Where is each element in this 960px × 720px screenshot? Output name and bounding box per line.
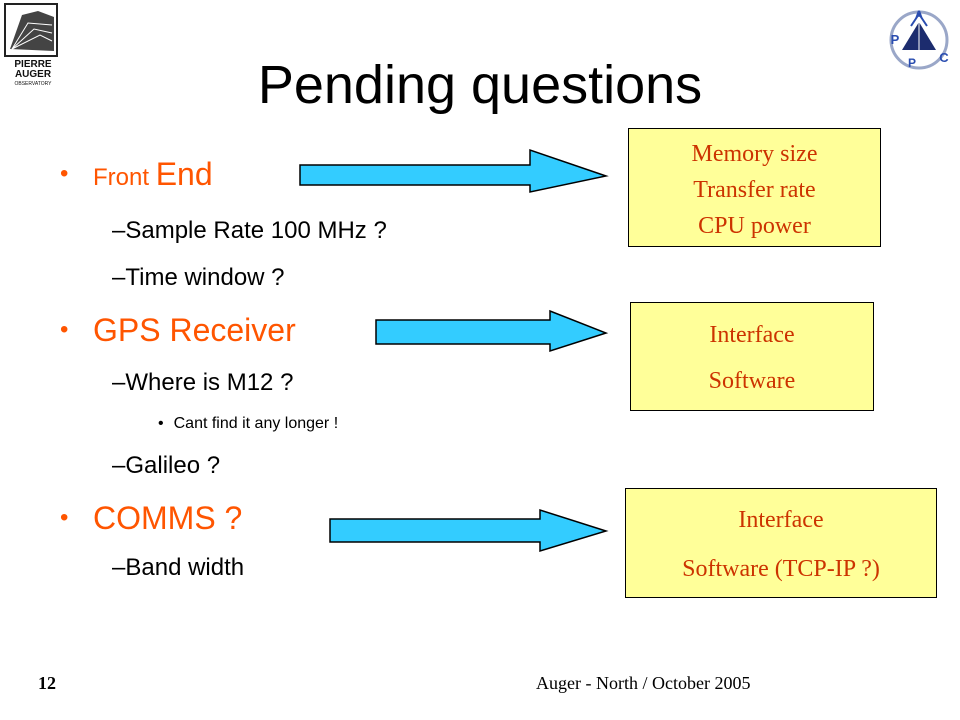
box-interface-tcpip: Interface Software (TCP-IP ?) xyxy=(625,488,937,598)
gps-label: GPS Receiver xyxy=(93,312,296,348)
apc-letter-p-left: P xyxy=(891,32,900,47)
arrow-front-end xyxy=(299,148,609,193)
sample-rate-text: Sample Rate 100 MHz ? xyxy=(125,217,387,244)
sub-item-galileo: –Galileo ? xyxy=(112,451,220,481)
logo-text-auger: AUGER xyxy=(15,69,52,80)
apc-logo-graphic: A P P C xyxy=(889,8,949,70)
arrow-gps xyxy=(375,309,609,353)
footer-caption: Auger - North / October 2005 xyxy=(536,673,751,693)
box1-line-cpu: CPU power xyxy=(698,213,811,239)
sub-item-time-window: –Time window ? xyxy=(112,263,285,293)
bullet-dot: • xyxy=(60,160,69,187)
dash-marker: – xyxy=(112,217,126,244)
box2-line-interface: Interface xyxy=(709,322,795,348)
front-end-label-part2: End xyxy=(155,156,213,192)
box-memory-transfer-cpu: Memory size Transfer rate CPU power xyxy=(628,128,881,247)
where-m12-text: Where is M12 ? xyxy=(125,369,294,396)
front-end-label: Front End xyxy=(93,156,213,196)
dash-marker: – xyxy=(112,554,126,581)
box-interface-software: Interface Software xyxy=(630,302,874,411)
bullet-dot: • xyxy=(60,316,69,343)
galileo-text: Galileo ? xyxy=(125,452,221,479)
bandwidth-text: Band width xyxy=(125,554,245,581)
dash-marker: – xyxy=(112,369,126,396)
comms-label: COMMS ? xyxy=(93,500,243,536)
box2-line-software: Software xyxy=(708,368,796,394)
time-window-text: Time window ? xyxy=(125,264,285,291)
apc-letter-p-bottom: P xyxy=(908,56,916,70)
slide-number: 12 xyxy=(38,673,56,693)
pierre-auger-logo-graphic: PIERRE AUGER OBSERVATORY xyxy=(4,3,58,87)
logo-text-observatory: OBSERVATORY xyxy=(14,81,52,87)
apc-letter-a: A xyxy=(915,8,924,22)
cant-find-text: Cant find it any longer ! xyxy=(173,415,339,432)
sub-sub-item-cant-find: • Cant find it any longer ! xyxy=(158,414,338,434)
box3-line-software: Software (TCP-IP ?) xyxy=(682,556,880,582)
pierre-auger-logo: PIERRE AUGER OBSERVATORY xyxy=(4,3,62,89)
sub-item-where-m12: –Where is M12 ? xyxy=(112,368,293,398)
logo-text-pierre: PIERRE xyxy=(14,59,52,70)
sub-item-bandwidth: –Band width xyxy=(112,553,244,583)
bullet-dot: • xyxy=(158,415,164,432)
dash-marker: – xyxy=(112,264,126,291)
bullet-dot: • xyxy=(60,504,69,531)
box1-line-memory: Memory size xyxy=(691,141,818,167)
apc-letter-c: C xyxy=(939,50,949,65)
box3-line-interface: Interface xyxy=(738,507,824,533)
sub-item-sample-rate: –Sample Rate 100 MHz ? xyxy=(112,216,387,246)
slide-title: Pending questions xyxy=(257,55,703,115)
box1-line-transfer: Transfer rate xyxy=(693,177,816,203)
apc-logo: A P P C xyxy=(882,4,956,72)
dash-marker: – xyxy=(112,452,126,479)
arrow-comms xyxy=(329,508,609,553)
front-end-label-part1: Front xyxy=(93,164,156,191)
